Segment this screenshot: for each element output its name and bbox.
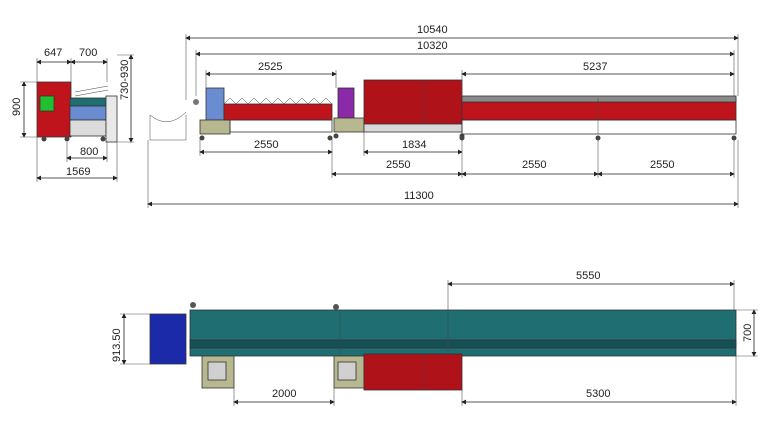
motor-icon	[333, 304, 339, 310]
motor-icon	[193, 99, 199, 105]
top-view-chain-strip	[189, 339, 737, 349]
dim-2550-d: 2550	[650, 159, 674, 171]
dim-10540: 10540	[417, 24, 448, 36]
front-section-2-base	[333, 117, 365, 133]
circle-wheel-icon	[100, 136, 106, 142]
side-view-right-frame	[105, 95, 118, 143]
top-view: 5550 913.50 700 2000 5300	[111, 270, 758, 406]
circle-wheel-icon	[64, 136, 70, 142]
front-view: 10540 10320 2525 5237 2550 1834 2550 255…	[147, 24, 739, 208]
dim-5300: 5300	[586, 388, 610, 400]
top-view-blue-head	[149, 313, 187, 365]
dim-800: 800	[80, 146, 98, 158]
dim-2525: 2525	[258, 61, 282, 73]
front-section-1-frame	[229, 119, 333, 133]
dim-2550-a: 2550	[254, 139, 278, 151]
top-view-unit-1-inner	[207, 361, 227, 381]
dim-1569: 1569	[66, 166, 90, 178]
dim-647: 647	[44, 47, 62, 59]
circle-wheel-icon	[333, 133, 339, 139]
circle-wheel-icon	[327, 135, 333, 141]
side-view-conveyor	[69, 105, 107, 121]
dim-2550-c: 2550	[522, 159, 546, 171]
front-section-1-chain	[223, 97, 333, 105]
top-view-unit-2-inner	[337, 361, 357, 381]
dim-913-50: 913.50	[111, 328, 123, 362]
dim-5237: 5237	[583, 61, 607, 73]
front-section-1-motor	[205, 87, 225, 121]
motor-icon	[190, 302, 196, 308]
side-view-base	[69, 119, 107, 137]
dim-900: 900	[11, 98, 23, 116]
side-view-panel	[39, 95, 55, 112]
front-oven-base	[363, 123, 463, 133]
dim-730-930: 730-930	[119, 60, 131, 100]
front-oven	[363, 79, 463, 125]
dim-5550: 5550	[576, 270, 600, 282]
side-view-teal-block	[69, 97, 107, 107]
front-section-1-base	[199, 119, 231, 135]
side-view: 647 700 730-930 900 800 1569	[11, 47, 134, 182]
dim-10320: 10320	[417, 40, 448, 52]
top-view-oven	[363, 353, 463, 391]
front-long-conveyor-chain	[461, 95, 737, 103]
dim-2550-b: 2550	[386, 159, 410, 171]
dim-700-top: 700	[742, 324, 754, 342]
circle-wheel-icon	[41, 136, 47, 142]
circle-wheel-icon	[199, 135, 205, 141]
top-view-teal-conveyor	[189, 309, 737, 357]
dim-11300: 11300	[404, 190, 434, 202]
dim-2000: 2000	[272, 388, 296, 400]
front-section-2-motor	[337, 87, 355, 119]
dim-1834: 1834	[402, 139, 426, 151]
front-long-conveyor-frame	[461, 119, 737, 135]
dim-700-side: 700	[79, 47, 97, 59]
front-section-1-belt	[223, 103, 333, 121]
